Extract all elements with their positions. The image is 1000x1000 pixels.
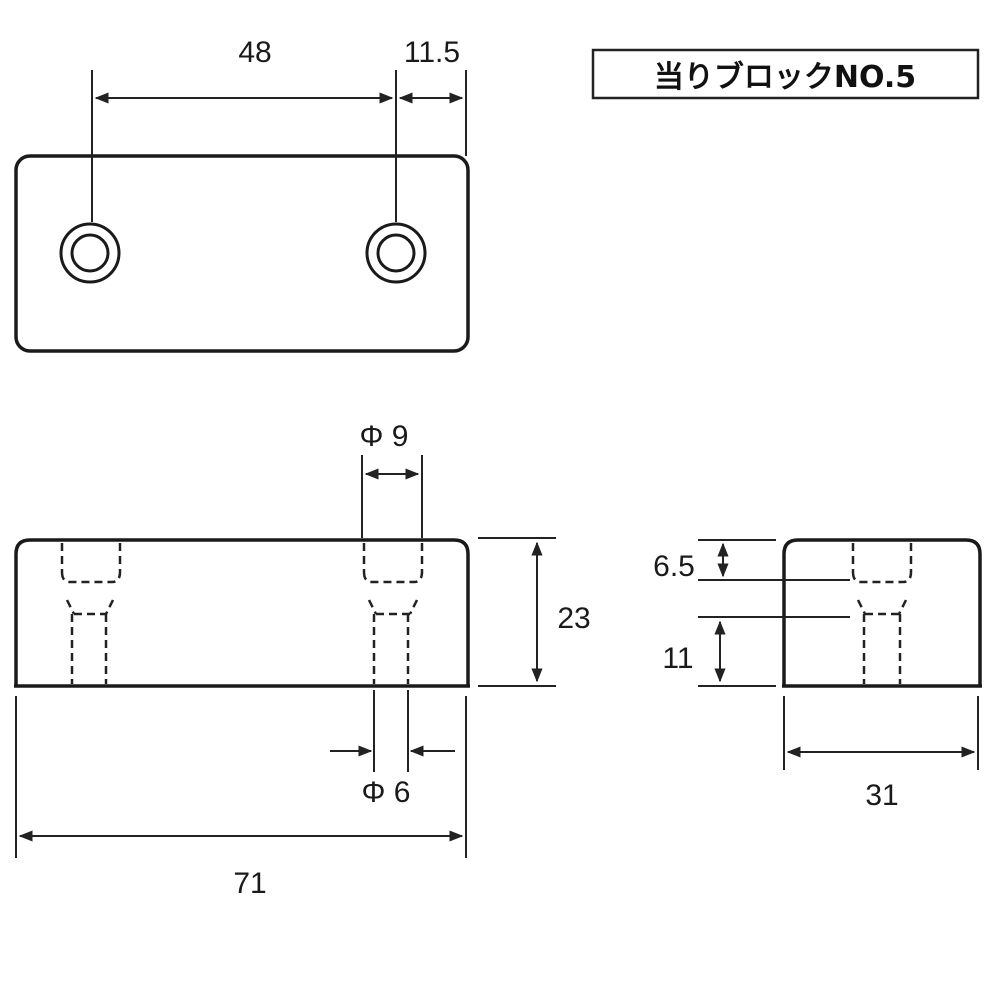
dimension-label-hole: Φ 6 [362,776,411,809]
dimension-label-edge-offset: 11.5 [404,36,460,69]
dimension-label-lower-section: 11 [662,642,693,675]
dimension-label-height: 23 [557,602,590,635]
title-label: 当りブロックNO.5 [654,60,916,95]
front-view-outline [14,538,470,686]
top-view: 48 11.5 [14,36,470,353]
top-view-outline [14,154,470,353]
side-view-outline [782,538,982,686]
hidden-hole-left [60,543,122,684]
mounting-hole-right [365,222,427,284]
front-view: Φ 9 23 Φ 6 71 [14,420,591,900]
dimension-label-counterbore: Φ 9 [360,420,409,453]
hidden-hole-right [362,543,424,684]
mounting-hole-left [59,222,121,284]
title-box: 当りブロックNO.5 [591,48,980,100]
dimension-label-hole-pitch: 48 [238,36,271,69]
side-view: 6.5 11 31 [653,538,982,812]
dimension-label-length: 71 [233,867,266,900]
dimension-label-width: 31 [865,779,898,812]
hidden-hole-side [851,543,913,684]
dimension-label-counterbore-depth: 6.5 [653,550,695,583]
